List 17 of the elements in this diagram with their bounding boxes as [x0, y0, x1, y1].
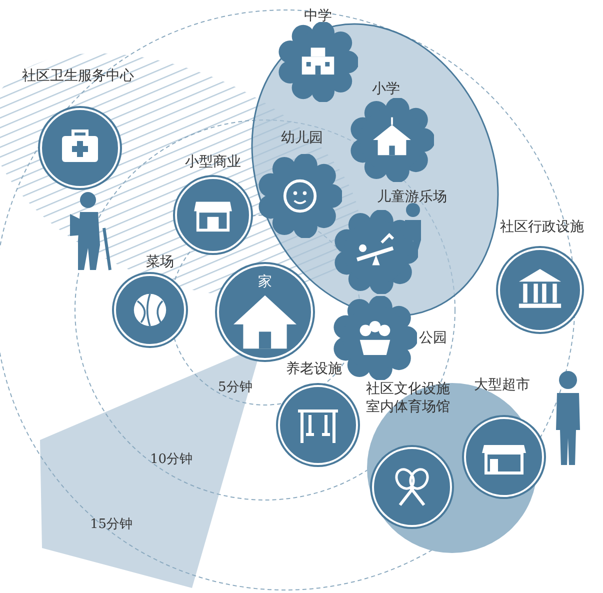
- facility-label: 养老设施: [286, 361, 342, 377]
- facility-label: 幼儿园: [281, 130, 323, 146]
- facility-label: 小型商业: [185, 154, 241, 170]
- facility-label: 家: [258, 274, 272, 290]
- facility-label: 社区行政设施: [500, 219, 584, 235]
- facility-label: 小学: [372, 81, 400, 97]
- facility-label: 儿童游乐场: [377, 189, 447, 205]
- facility-label: 公园: [419, 330, 447, 346]
- facility-label: 大型超市: [474, 377, 530, 393]
- facility-label: 中学: [304, 8, 332, 24]
- walking-time-label: 15分钟: [90, 516, 133, 533]
- facility-label: 室内体育场馆: [366, 399, 450, 415]
- facility-label: 菜场: [146, 254, 174, 270]
- facility-label: 社区文化设施: [366, 381, 450, 397]
- walking-time-label: 10分钟: [150, 451, 193, 468]
- walking-time-label: 5分钟: [218, 379, 252, 396]
- facility-label: 社区卫生服务中心: [22, 68, 134, 84]
